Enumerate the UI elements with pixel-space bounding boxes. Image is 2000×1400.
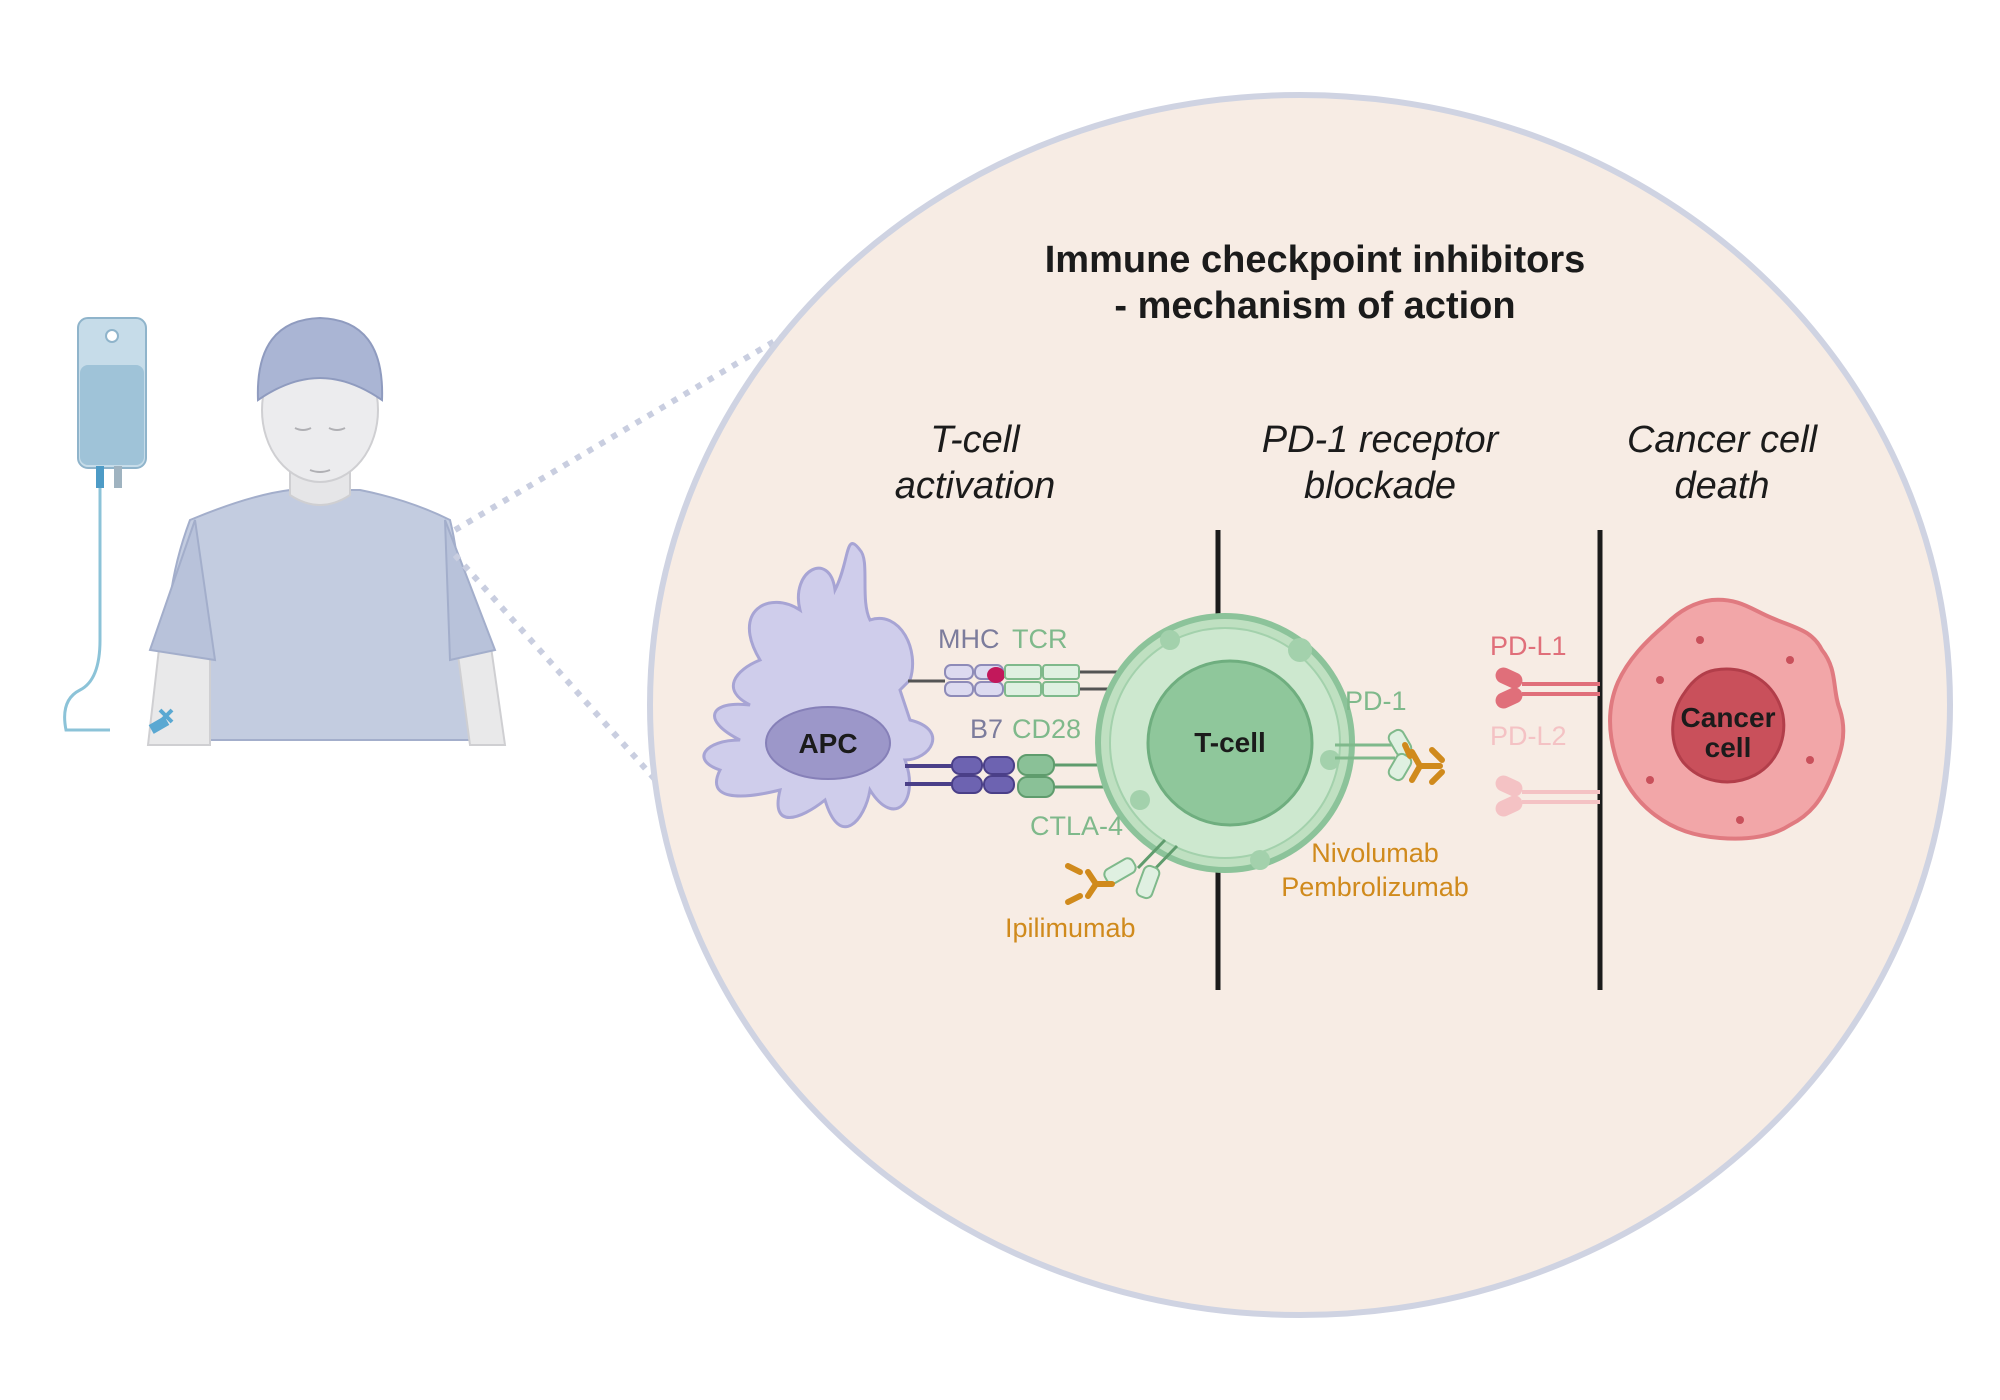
diagram-title-line1: Immune checkpoint inhibitors (1045, 239, 1586, 281)
section-tcell-activation-line2: activation (895, 465, 1056, 507)
pdl2-ligand (1495, 775, 1600, 817)
iv-tube (63, 488, 110, 732)
pd1-receptor (1335, 728, 1413, 782)
section-pd1-blockade-line1: PD-1 receptor (1262, 419, 1500, 461)
cd28-domain (1017, 754, 1055, 776)
tcr-domain (1042, 681, 1080, 697)
apc-cell: APC (702, 542, 935, 829)
antigen-peptide (987, 667, 1005, 683)
patient-illustration (63, 316, 507, 746)
t-cell-label: T-cell (1194, 727, 1266, 758)
cancer-cell-label-line1: Cancer (1681, 702, 1776, 733)
tcr-label: TCR (1012, 624, 1068, 654)
ctla4-receptor (1103, 838, 1179, 900)
cd28-domain (1017, 776, 1055, 798)
tcr-domain (1042, 664, 1080, 680)
t-cell-nucleus (1146, 659, 1314, 827)
tcr-domain (1004, 681, 1042, 697)
pdl1-ligand (1495, 667, 1600, 709)
cancer-nucleus (1671, 667, 1786, 784)
ipilimumab-label: Ipilimumab (1005, 913, 1136, 943)
b7-cd28-complex (905, 754, 1120, 798)
section-tcell-activation-line1: T-cell (930, 419, 1021, 461)
pdl1-label: PD-L1 (1490, 631, 1567, 661)
ctla4-label: CTLA-4 (1030, 811, 1123, 841)
mhc-tcr-complex (908, 664, 1135, 697)
mhc-lower-domain (944, 681, 974, 697)
nivolumab-antibody-icon (1402, 742, 1445, 785)
apc-label: APC (798, 728, 857, 759)
b7-domain (983, 775, 1015, 794)
cd28-label: CD28 (1012, 714, 1081, 744)
pd1-label: PD-1 (1345, 686, 1407, 716)
diagram-title-line2: - mechanism of action (1114, 285, 1515, 327)
b7-domain (983, 756, 1015, 775)
left-sleeve (148, 519, 217, 662)
iv-bag-icon (77, 317, 147, 488)
apc-nucleus (765, 706, 891, 780)
pdl2-label: PD-L2 (1490, 721, 1567, 751)
section-cancer-death-line2: death (1674, 465, 1769, 507)
t-cell: T-cell (1095, 613, 1355, 873)
cannula-icon (148, 708, 174, 734)
section-cancer-death-line1: Cancer cell (1627, 419, 1819, 461)
b7-domain (951, 775, 983, 794)
tcr-domain (1004, 664, 1042, 680)
pembrolizumab-label: Pembrolizumab (1281, 872, 1469, 902)
b7-domain (951, 756, 983, 775)
zoom-line-bottom (452, 553, 663, 787)
cancer-cell-label-line2: cell (1705, 732, 1752, 763)
ipilimumab-antibody-icon (1065, 863, 1115, 905)
mhc-lower-domain-2 (974, 681, 1004, 697)
mhc-label: MHC (938, 624, 1000, 654)
b7-label: B7 (970, 714, 1003, 744)
section-pd1-blockade-line2: blockade (1304, 465, 1456, 507)
beanie (256, 316, 384, 402)
mhc-upper-domain (944, 664, 974, 680)
nivolumab-label: Nivolumab (1311, 838, 1439, 868)
cancer-cell: Cancer cell (1608, 597, 1846, 841)
